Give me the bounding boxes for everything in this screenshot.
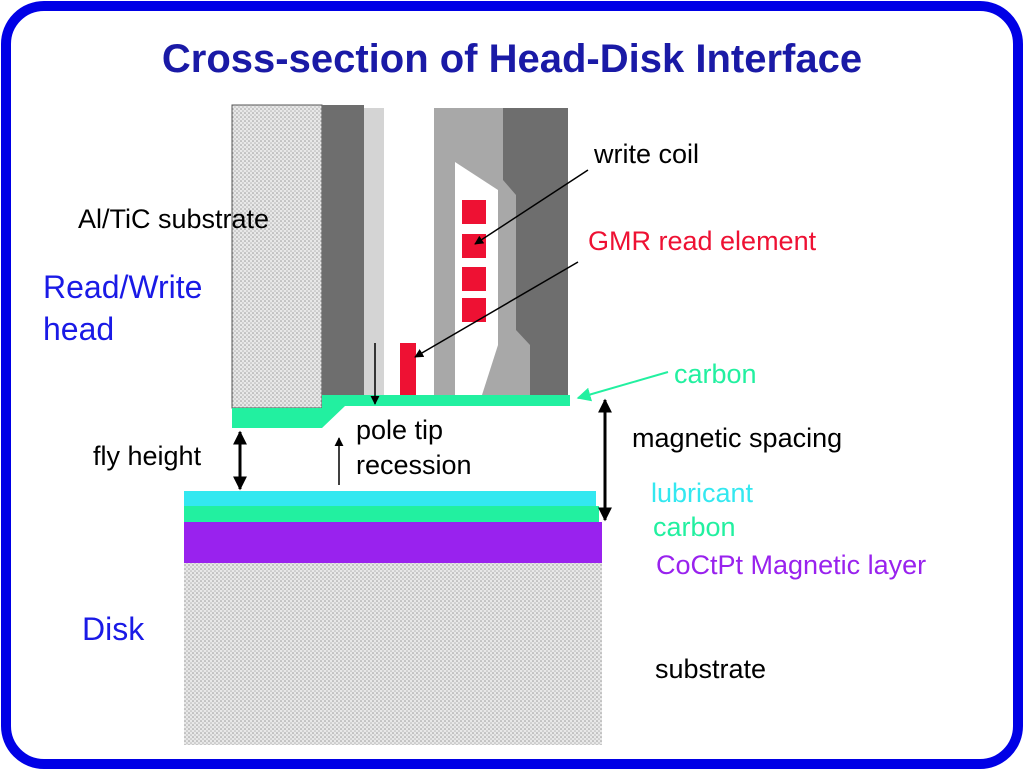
label-altic-substrate: Al/TiC substrate [78,204,269,234]
label-disk-substrate: substrate [655,654,766,684]
disk-substrate [184,563,602,745]
label-read-write: Read/Write [43,269,202,305]
lubricant-layer [184,491,596,506]
label-fly-height: fly height [93,441,202,471]
carbon-arrow [576,371,669,402]
label-carbon-head: carbon [674,359,757,389]
write-coil-turn [462,267,486,291]
label-lubricant: lubricant [651,478,754,508]
shield-dark [322,105,364,395]
write-pole-dark [503,108,568,395]
label-magnetic-spacing: magnetic spacing [632,423,842,453]
disk-carbon-layer [184,506,599,522]
write-coil-turn [462,234,486,258]
gmr-arrow [414,261,579,358]
gmr-read-element [400,343,416,395]
label-recession: recession [356,450,472,480]
label-write-coil: write coil [593,139,699,169]
magnetic-layer [184,522,602,563]
label-disk: Disk [82,611,145,647]
label-magnetic-layer: CoCtPt Magnetic layer [656,550,926,580]
shield-light [364,108,384,395]
diagram-title: Cross-section of Head-Disk Interface [162,37,862,81]
write-coil-turn [462,200,486,224]
label-head: head [43,311,114,347]
altic-substrate-block [231,104,323,409]
head-carbon-overcoat [232,395,570,428]
label-carbon-disk: carbon [653,512,736,542]
label-gmr: GMR read element [588,226,817,256]
label-pole-tip: pole tip [356,415,443,445]
write-coil-arrow [474,169,589,245]
